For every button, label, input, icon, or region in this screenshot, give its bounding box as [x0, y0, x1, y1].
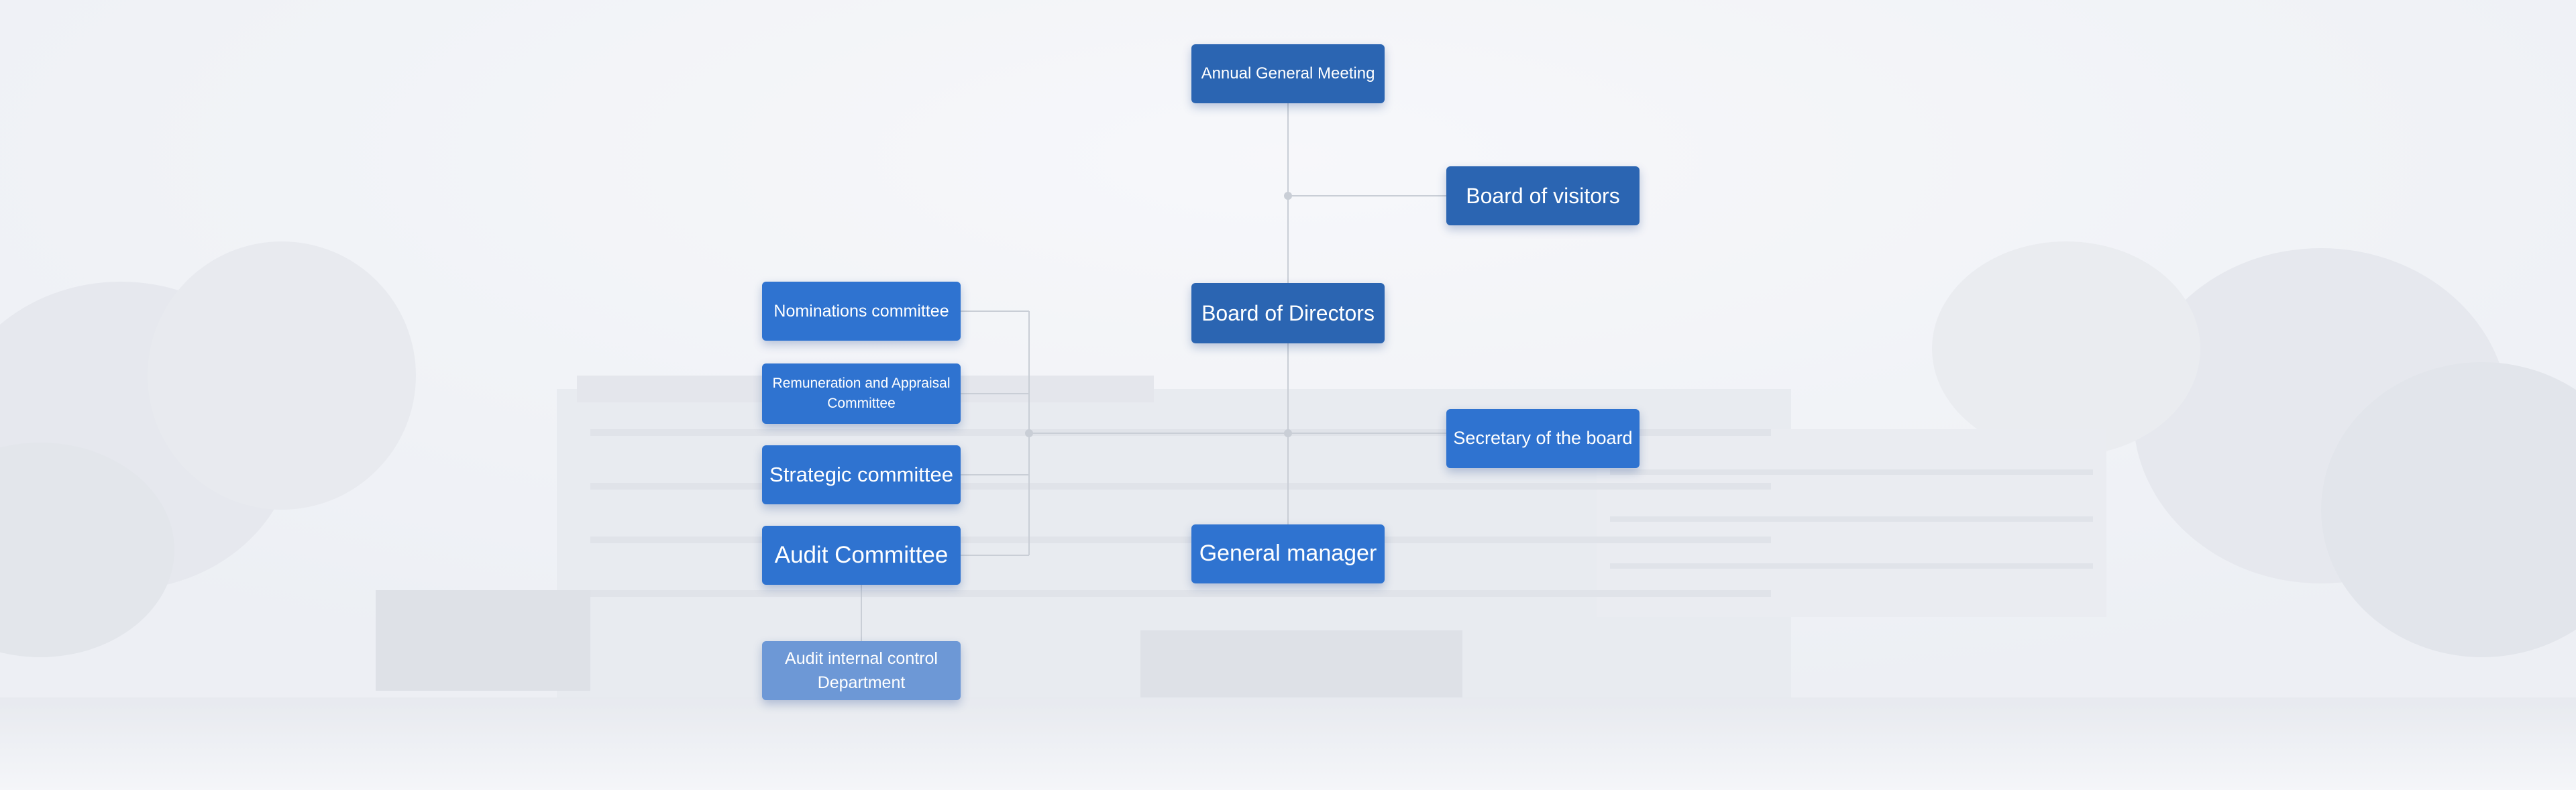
- node-label: Secretary of the board: [1453, 428, 1633, 449]
- node-label: Strategic committee: [769, 462, 953, 486]
- node-audit-internal-control-department: Audit internal control Department: [762, 641, 961, 700]
- node-nominations-committee: Nominations committee: [762, 282, 961, 341]
- node-board-of-directors: Board of Directors: [1191, 283, 1385, 343]
- node-board-of-visitors: Board of visitors: [1446, 166, 1640, 225]
- node-remuneration-and-appraisal-committee: Remuneration and Appraisal Committee: [762, 363, 961, 424]
- node-label: Audit Committee: [774, 541, 949, 568]
- node-label: Audit internal control Department: [785, 648, 938, 692]
- node-label: Annual General Meeting: [1201, 64, 1375, 82]
- node-label: Board of Directors: [1201, 300, 1375, 325]
- junction-dot-visitors: [1284, 192, 1292, 200]
- node-label: General manager: [1199, 541, 1377, 567]
- node-general-manager: General manager: [1191, 524, 1385, 583]
- junction-dot-center: [1284, 429, 1292, 437]
- node-audit-committee: Audit Committee: [762, 526, 961, 585]
- node-label: Remuneration and Appraisal Committee: [772, 375, 951, 411]
- node-secretary-of-the-board: Secretary of the board: [1446, 409, 1640, 468]
- node-strategic-committee: Strategic committee: [762, 445, 961, 504]
- node-label: Nominations committee: [773, 301, 949, 321]
- junction-dot-committees: [1025, 429, 1033, 437]
- node-annual-general-meeting: Annual General Meeting: [1191, 44, 1385, 103]
- node-label: Board of visitors: [1466, 183, 1620, 208]
